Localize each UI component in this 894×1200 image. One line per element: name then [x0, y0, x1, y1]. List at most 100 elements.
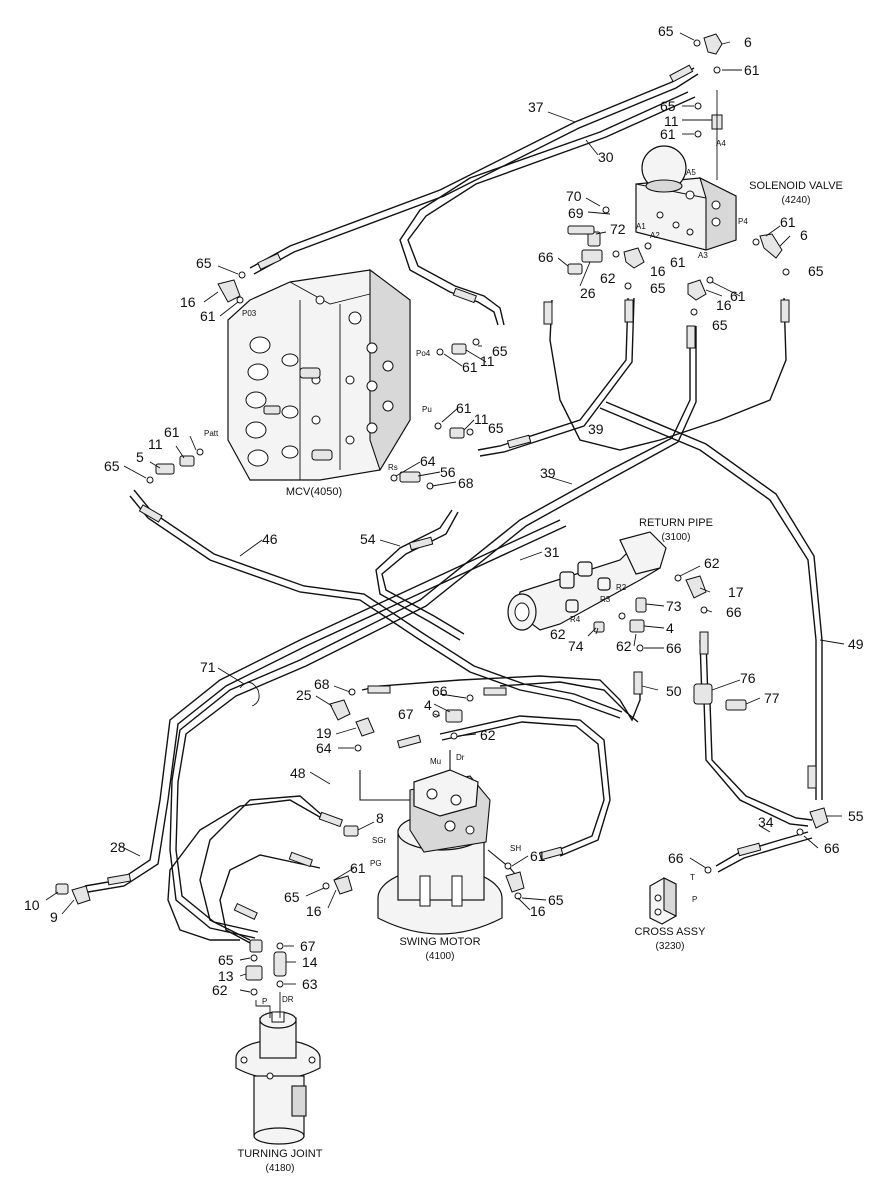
callout-11: 11 — [148, 436, 163, 452]
callout-16: 16 — [716, 297, 732, 313]
callout-66: 66 — [824, 840, 840, 856]
hose-54 — [375, 509, 461, 641]
callout-16: 16 — [650, 263, 666, 279]
callout-62: 62 — [480, 727, 496, 743]
solenoid-valve — [635, 90, 737, 251]
hose-46 — [129, 495, 621, 719]
callout-76: 76 — [740, 670, 756, 686]
bolt-69 — [567, 225, 595, 235]
callout-74: 74 — [568, 638, 584, 654]
fitting-13-top — [249, 939, 263, 953]
callout-66: 66 — [538, 249, 554, 265]
callout-64: 64 — [316, 740, 332, 756]
elbow-16-a — [623, 247, 645, 269]
port-pg: PG — [370, 859, 382, 868]
main-control-valve — [227, 268, 411, 481]
solenoid-valve-code: (4240) — [782, 195, 811, 206]
fitting-66-sol — [567, 263, 583, 275]
callout-37: 37 — [528, 99, 544, 115]
port-a5: A5 — [686, 168, 696, 177]
port-r4: R4 — [570, 615, 581, 624]
port-p-cross: P — [692, 895, 697, 904]
port-sh: SH — [510, 844, 521, 853]
callout-46: 46 — [262, 531, 278, 547]
swing-motor-code: (4100) — [426, 951, 455, 962]
elbow-9 — [71, 885, 91, 905]
plug-73 — [635, 597, 647, 613]
hose-49-right — [599, 407, 817, 800]
cross-assy-code: (3230) — [656, 941, 685, 952]
port-dr-motor: Dr — [456, 753, 465, 762]
callout-67: 67 — [398, 706, 414, 722]
port-p4: P4 — [738, 217, 748, 226]
callout-65: 65 — [658, 23, 674, 39]
hose-34 — [703, 699, 809, 827]
callout-62: 62 — [616, 638, 632, 654]
fittings — [55, 33, 829, 1018]
callout-28: 28 — [110, 839, 126, 855]
callout-34: 34 — [758, 814, 774, 830]
hose-50 — [361, 675, 641, 722]
callout-26: 26 — [580, 285, 596, 301]
fitting-26 — [581, 249, 603, 263]
hose-sgr — [199, 795, 331, 941]
hose-48 — [439, 715, 611, 857]
leader-lines — [45, 32, 845, 993]
callout-65: 65 — [284, 889, 300, 905]
component-labels: SOLENOID VALVE (4240) MCV(4050) RETURN P… — [238, 180, 843, 1174]
port-a2: A2 — [650, 231, 660, 240]
callout-48: 48 — [290, 765, 306, 781]
callout-39: 39 — [588, 421, 604, 437]
elbow-25 — [329, 699, 351, 721]
elbow-16-sh — [505, 871, 525, 893]
callout-61: 61 — [200, 308, 216, 324]
callout-68: 68 — [314, 676, 330, 692]
elbow-16-pg — [333, 875, 353, 895]
turning-joint-name: TURNING JOINT — [238, 1148, 323, 1160]
fitting-8 — [343, 825, 359, 837]
callout-65: 65 — [548, 892, 564, 908]
callout-4: 4 — [424, 697, 432, 713]
callout-5: 5 — [136, 449, 144, 465]
callout-56: 56 — [440, 464, 456, 480]
callout-54: 54 — [360, 531, 376, 547]
callout-61: 61 — [744, 62, 760, 78]
return-pipe-code: (3100) — [662, 532, 691, 543]
cross-assy — [649, 877, 677, 925]
fitting-11-patt — [179, 455, 195, 467]
hose-crimps — [107, 64, 817, 920]
callout-30: 30 — [598, 149, 614, 165]
bolt-77 — [725, 699, 747, 711]
callout-65: 65 — [196, 255, 212, 271]
callout-11: 11 — [474, 411, 489, 427]
callout-61: 61 — [462, 359, 478, 375]
callout-71: 71 — [200, 659, 216, 675]
callout-69: 69 — [568, 205, 584, 221]
callout-61: 61 — [660, 126, 676, 142]
callout-62: 62 — [550, 626, 566, 642]
plug-74 — [593, 621, 605, 633]
callout-70: 70 — [566, 188, 582, 204]
fitting-13 — [245, 965, 263, 981]
port-sgr: SGr — [372, 836, 387, 845]
fitting-56 — [399, 471, 421, 483]
port-a1: A1 — [636, 222, 646, 231]
solenoid-valve-name: SOLENOID VALVE — [749, 180, 843, 192]
callout-numbers: 65 6 61 37 65 11 61 30 70 69 72 61 6 66 … — [24, 23, 864, 998]
callout-66: 66 — [432, 683, 448, 699]
callout-55: 55 — [848, 808, 864, 824]
callout-39: 39 — [540, 465, 556, 481]
callout-61: 61 — [670, 254, 686, 270]
callout-65: 65 — [492, 343, 508, 359]
tee-4-return — [629, 619, 645, 633]
callout-11: 11 — [664, 113, 679, 129]
elbow-6-top — [703, 33, 723, 55]
mcv-name: MCV(4050) — [286, 486, 342, 498]
callout-14: 14 — [302, 954, 318, 970]
mcv-spools — [245, 295, 394, 467]
port-a3: A3 — [698, 251, 708, 260]
callout-66: 66 — [726, 604, 742, 620]
swing-motor — [377, 769, 503, 935]
callout-61: 61 — [780, 214, 796, 230]
hose-pg — [219, 854, 321, 945]
